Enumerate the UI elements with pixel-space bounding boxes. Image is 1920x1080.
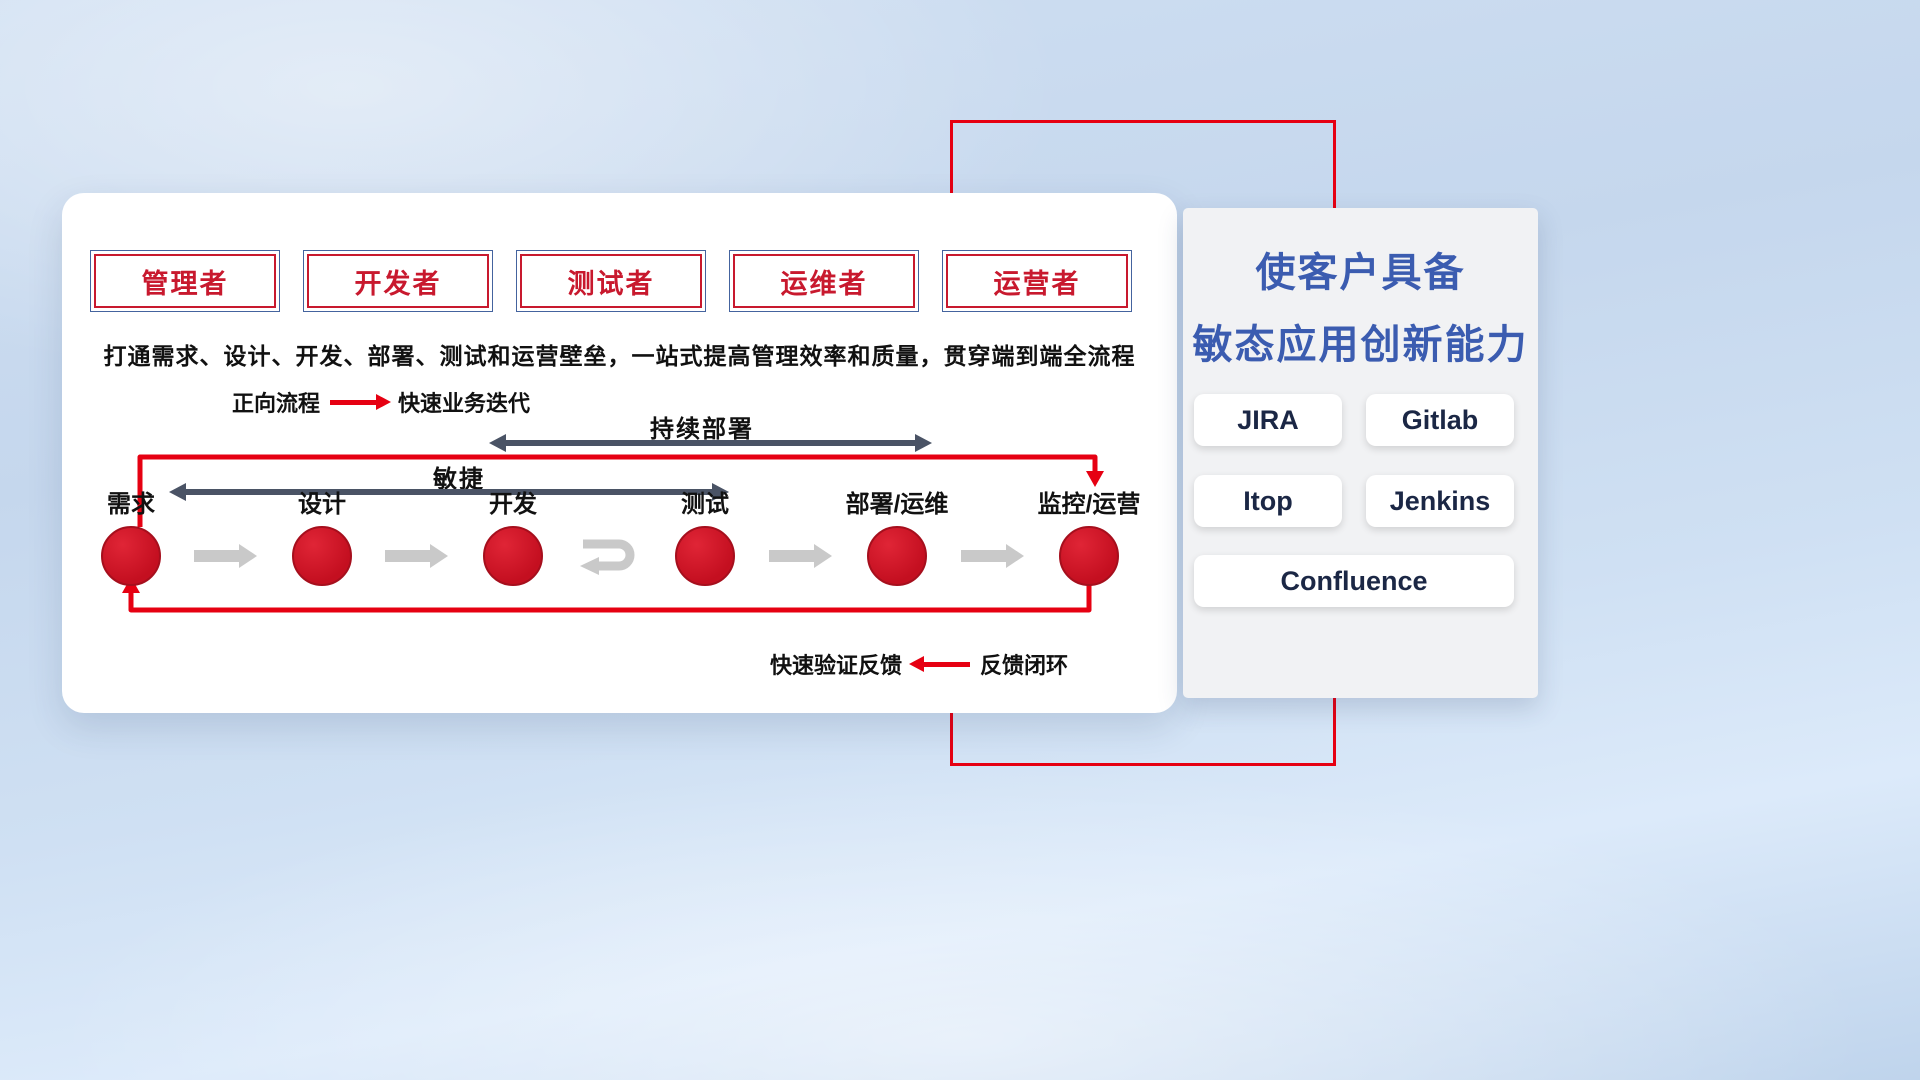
role-box-tester: 测试者 (516, 250, 706, 312)
stage-circle (1059, 526, 1119, 586)
roles-row: 管理者 开发者 测试者 运维者 运营者 (90, 250, 1132, 312)
legend-feedback-desc: 反馈闭环 (980, 653, 1069, 678)
stage-label: 测试 (681, 491, 729, 518)
tool-badge-itop: Itop (1194, 475, 1342, 527)
stage-design: 设计 (252, 490, 392, 586)
iteration-loop-icon (580, 539, 635, 575)
continuous-deploy-label: 持续部署 (650, 416, 754, 443)
tool-badge-confluence: Confluence (1194, 555, 1514, 607)
role-box-ops: 运维者 (729, 250, 919, 312)
stage-label: 监控/运营 (1037, 491, 1141, 518)
role-box-developer: 开发者 (303, 250, 493, 312)
stage-label: 开发 (489, 491, 537, 518)
tool-badge-gitlab: Gitlab (1366, 394, 1514, 446)
stage-circle (292, 526, 352, 586)
role-box-operator: 运营者 (942, 250, 1132, 312)
card-subtitle: 打通需求、设计、开发、部署、测试和运营壁垒，一站式提高管理效率和质量，贯穿端到端… (103, 343, 1136, 369)
stage-requirements: 需求 (61, 490, 201, 586)
stage-develop: 开发 (443, 490, 583, 586)
role-label: 管理者 (94, 254, 276, 308)
legend-feedback: 快速验证反馈 反馈闭环 (770, 648, 1068, 680)
stage-test: 测试 (635, 490, 775, 586)
capability-panel: 使客户具备 敏态应用创新能力 JIRA Gitlab Itop Jenkins … (1183, 208, 1538, 698)
flow-arrow-icon (385, 544, 448, 568)
legend-forward-desc: 快速业务迭代 (398, 391, 531, 416)
stage-label: 需求 (107, 491, 155, 518)
stage-circle (867, 526, 927, 586)
role-label: 运维者 (733, 254, 915, 308)
stage-circle (675, 526, 735, 586)
stage-circle (483, 526, 543, 586)
panel-title-line2: 敏态应用创新能力 (1192, 323, 1529, 367)
stage-label: 设计 (298, 491, 346, 518)
stage-monitor-operate: 监控/运营 (1019, 490, 1159, 586)
flow-arrow-icon (194, 544, 257, 568)
role-box-manager: 管理者 (90, 250, 280, 312)
tool-badge-jenkins: Jenkins (1366, 475, 1514, 527)
legend-forward: 正向流程 快速业务迭代 (232, 386, 530, 418)
devops-flow-card: 管理者 开发者 测试者 运维者 运营者 打通需求、设计、开发、部署、测试和运营壁… (62, 193, 1177, 713)
forward-arrow-icon (330, 393, 392, 410)
continuous-deploy-arrow (489, 434, 932, 452)
stage-deploy-ops: 部署/运维 (827, 490, 967, 586)
role-label: 运营者 (946, 254, 1128, 308)
stage-label: 部署/运维 (845, 491, 949, 518)
stage-circle (101, 526, 161, 586)
legend-forward-label: 正向流程 (232, 391, 321, 416)
role-label: 开发者 (307, 254, 489, 308)
panel-title-line1: 使客户具备 (1255, 251, 1466, 295)
role-label: 测试者 (520, 254, 702, 308)
tool-badge-jira: JIRA (1194, 394, 1342, 446)
flow-arrow-icon (961, 544, 1024, 568)
feedback-arrow-icon (909, 655, 971, 672)
legend-feedback-label: 快速验证反馈 (770, 653, 903, 678)
flow-arrow-icon (769, 544, 832, 568)
